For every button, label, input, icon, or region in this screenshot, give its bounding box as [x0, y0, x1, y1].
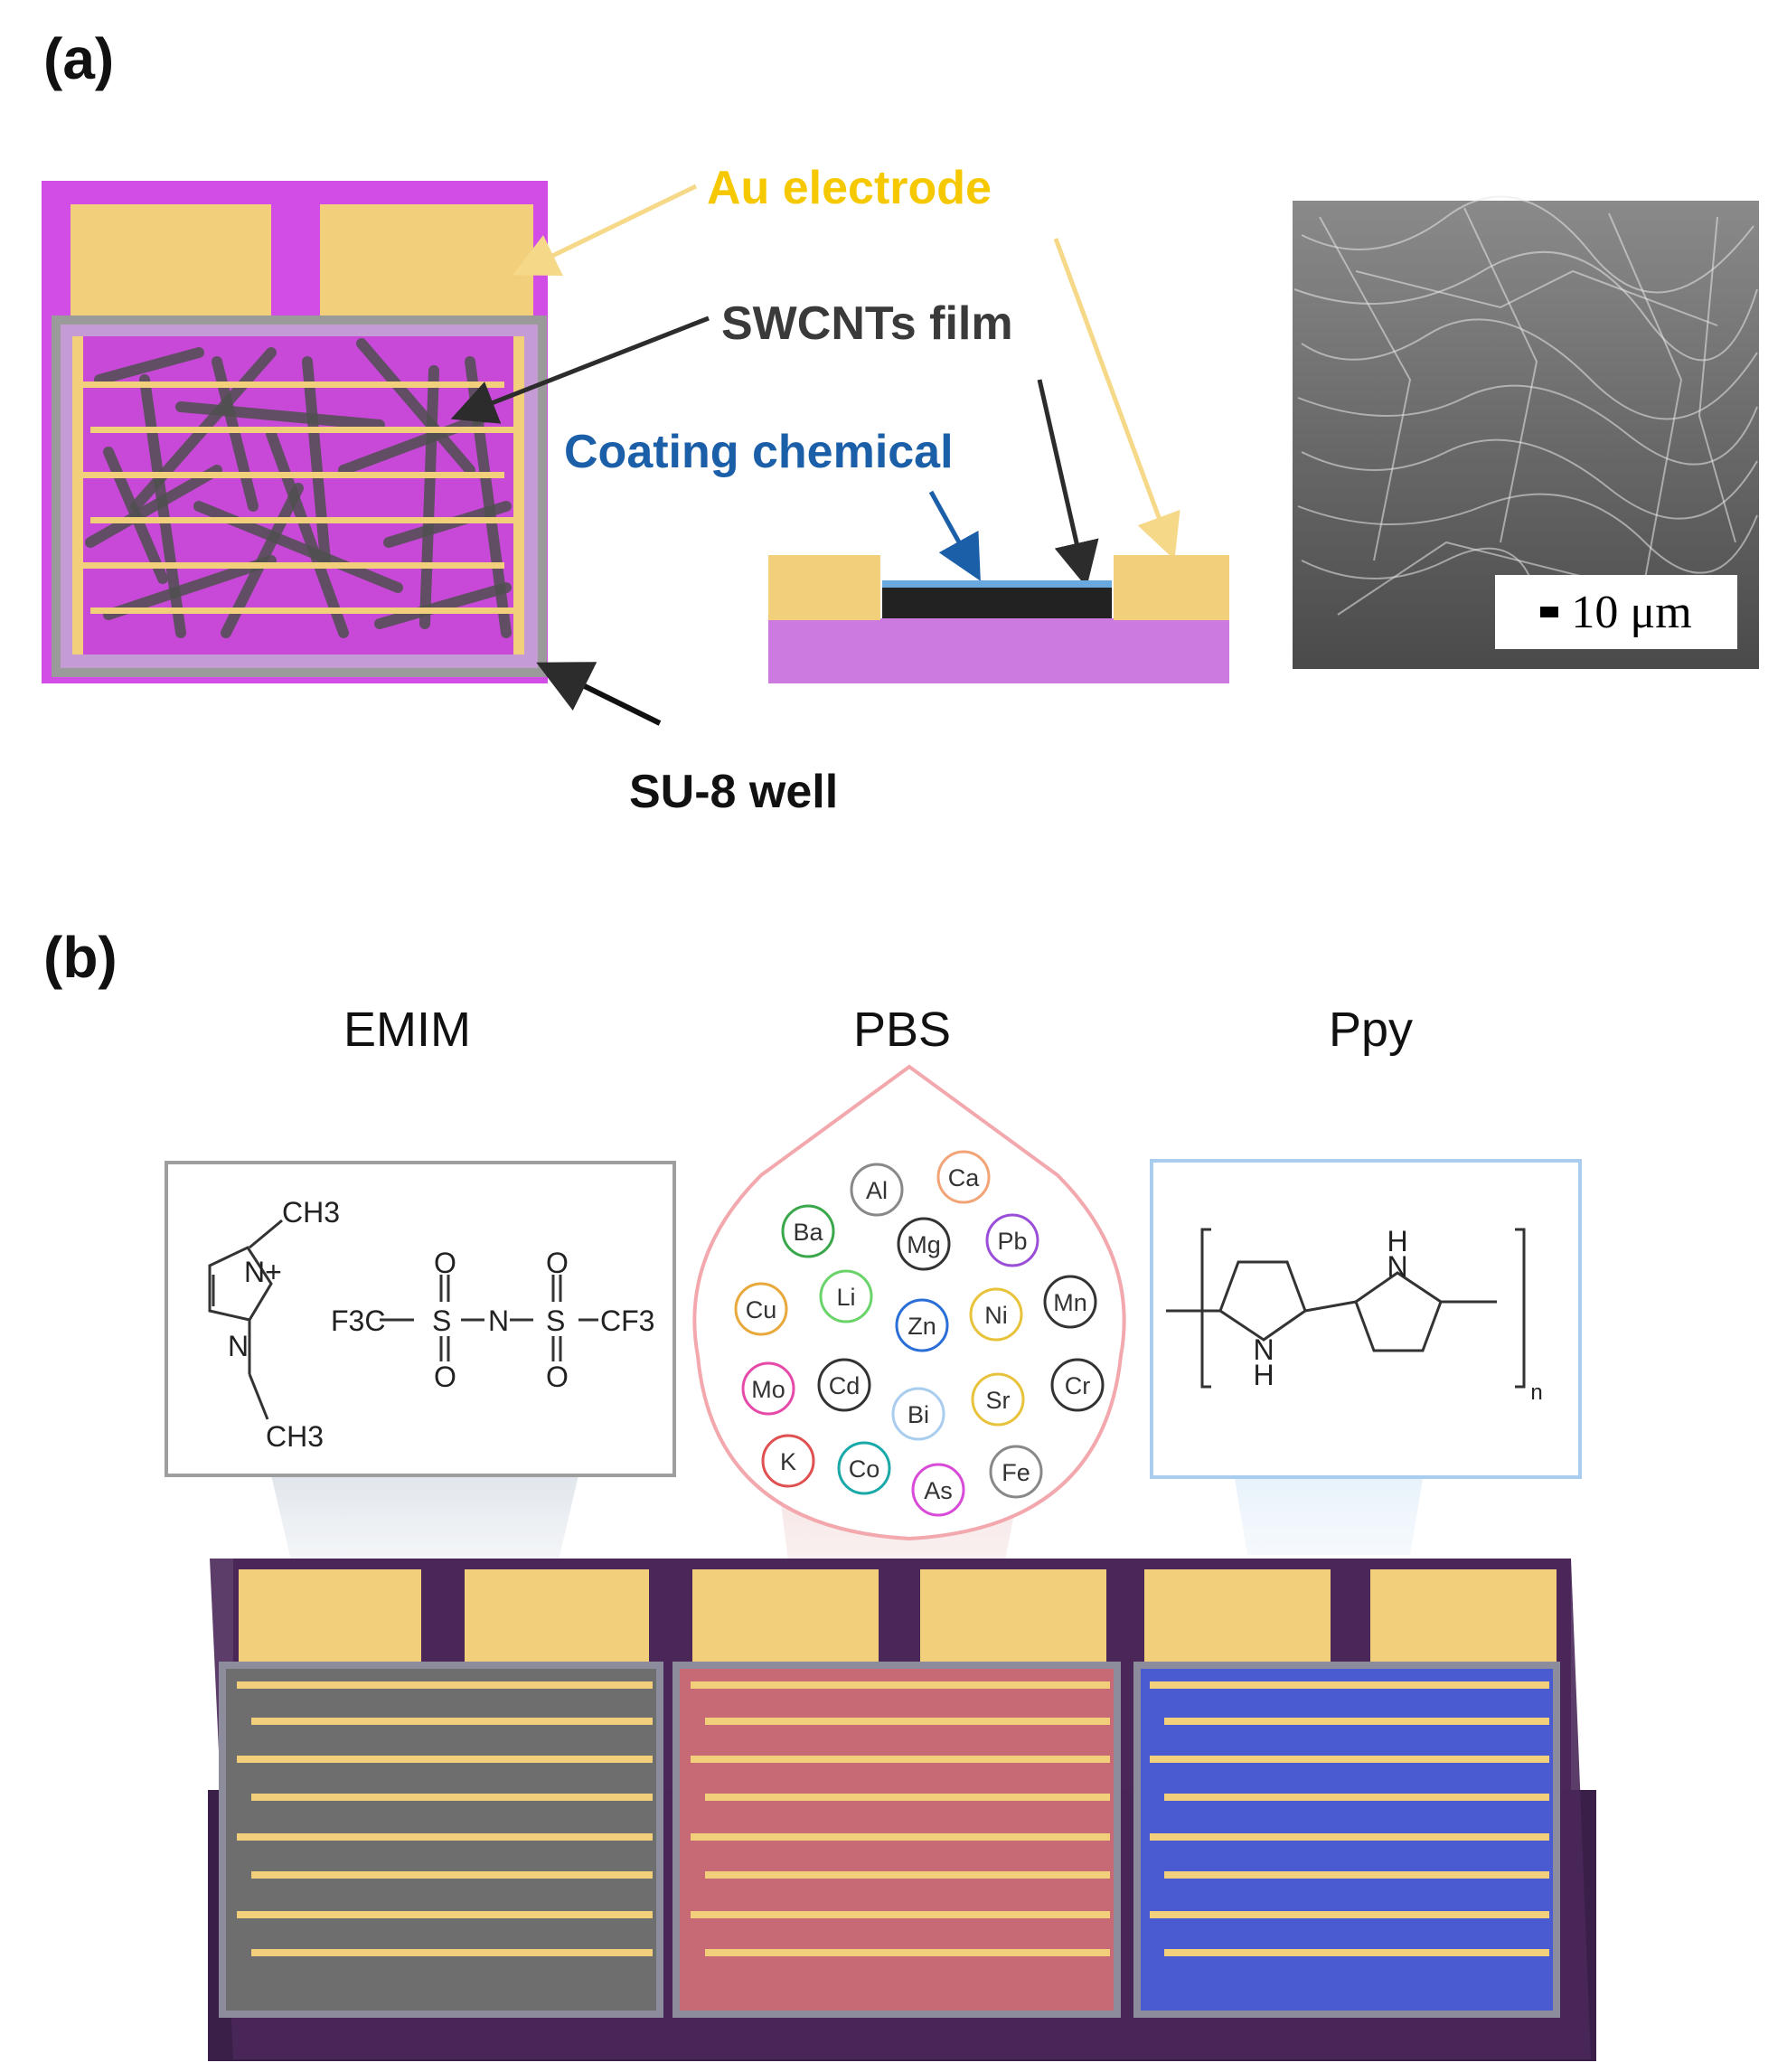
emim-o3: O — [546, 1247, 569, 1279]
svg-text:Mn: Mn — [1053, 1289, 1087, 1316]
panel-b-label: (b) — [43, 925, 118, 990]
svg-text:Li: Li — [836, 1284, 855, 1311]
emim-o2: O — [434, 1361, 456, 1393]
svg-text:Bi: Bi — [908, 1401, 929, 1428]
emim-anion-s1: S — [432, 1304, 451, 1337]
swcnts-arrow-right — [1037, 379, 1099, 588]
su8-arrow — [536, 662, 662, 726]
cross-coating — [882, 580, 1112, 588]
emim-anion-f3c: F3C — [331, 1304, 385, 1337]
au-arrow-left — [513, 184, 698, 277]
emim-anion-cf3: CF3 — [600, 1304, 654, 1337]
ppy-h-top: H — [1387, 1225, 1407, 1257]
device-ppy — [1133, 1569, 1560, 2018]
svg-text:Sr: Sr — [986, 1387, 1011, 1414]
svg-text:Ca: Ca — [948, 1164, 980, 1191]
coating-arrow — [928, 490, 981, 581]
svg-text:Cr: Cr — [1065, 1372, 1091, 1399]
svg-text:As: As — [924, 1477, 953, 1504]
swcnts-arrow-left — [450, 316, 710, 424]
ppy-structure — [1166, 1228, 1526, 1389]
svg-text:K: K — [780, 1448, 796, 1475]
svg-text:Mo: Mo — [751, 1376, 785, 1403]
svg-text:Al: Al — [866, 1177, 888, 1204]
emim-anion-n: N — [488, 1304, 509, 1337]
svg-text:Ni: Ni — [984, 1302, 1008, 1329]
svg-text:Fe: Fe — [1002, 1459, 1030, 1486]
panel-a-label: (a) — [43, 26, 115, 91]
pbs-element-circles: Al Ca Ba Mg Pb Cu Li Zn Ni Mn Mo Cd Bi S… — [734, 1150, 1105, 1517]
emim-structure — [208, 1219, 598, 1420]
scale-bar-box: 10 μm — [1495, 575, 1737, 649]
au-pad-right — [320, 204, 533, 325]
au-electrode-label: Au electrode — [707, 162, 992, 214]
scale-bar-label: 10 μm — [1571, 586, 1692, 638]
ppy-n-bottom: N — [1253, 1333, 1274, 1366]
ppy-subscript-n: n — [1530, 1380, 1542, 1405]
electrode-fingers — [78, 381, 517, 614]
device-top-view — [42, 181, 548, 683]
cnt-strands — [85, 338, 512, 638]
emim-ch3-bottom: CH3 — [266, 1420, 324, 1453]
chem-title-pbs: PBS — [853, 1003, 952, 1057]
svg-text:Ba: Ba — [793, 1219, 823, 1246]
coating-chemical-label: Coating chemical — [564, 426, 954, 478]
au-arrow-right — [1053, 238, 1180, 560]
au-pad-left — [71, 204, 271, 325]
device-pbs — [672, 1569, 1121, 2018]
su8-well-label: SU-8 well — [629, 766, 839, 818]
emim-o1: O — [434, 1247, 456, 1279]
interdigitated-side-left — [72, 336, 83, 655]
swcnts-film-label: SWCNTs film — [721, 297, 1013, 350]
emim-n-plus: N+ — [244, 1256, 282, 1288]
sensor-array-block — [208, 1559, 1596, 2061]
cross-substrate — [768, 618, 1229, 683]
chem-title-ppy: Ppy — [1329, 1003, 1414, 1057]
interdigitated-side-right — [513, 336, 524, 655]
emim-anion-s2: S — [546, 1304, 565, 1337]
emim-n-ring: N — [228, 1330, 249, 1362]
cross-au-right — [1114, 555, 1229, 620]
emim-o4: O — [546, 1361, 569, 1393]
svg-text:Cd: Cd — [829, 1372, 861, 1399]
ppy-h-bottom: H — [1253, 1359, 1274, 1391]
ppy-n-top: N — [1387, 1250, 1407, 1283]
svg-text:Cu: Cu — [746, 1296, 777, 1323]
scale-bar — [1540, 607, 1559, 617]
svg-text:Pb: Pb — [997, 1228, 1027, 1255]
svg-text:Mg: Mg — [907, 1231, 941, 1258]
chem-title-emim: EMIM — [343, 1003, 471, 1057]
svg-text:Zn: Zn — [908, 1313, 936, 1340]
ppy-box — [1150, 1159, 1582, 1479]
cross-au-left — [768, 555, 880, 620]
device-cross-section — [768, 555, 1229, 683]
sem-overlay: 10 μm — [1293, 201, 1759, 669]
cross-swcnt-film — [882, 588, 1112, 618]
svg-text:Co: Co — [849, 1455, 880, 1483]
emim-ch3-top: CH3 — [282, 1196, 340, 1229]
device-emim — [219, 1569, 663, 2018]
